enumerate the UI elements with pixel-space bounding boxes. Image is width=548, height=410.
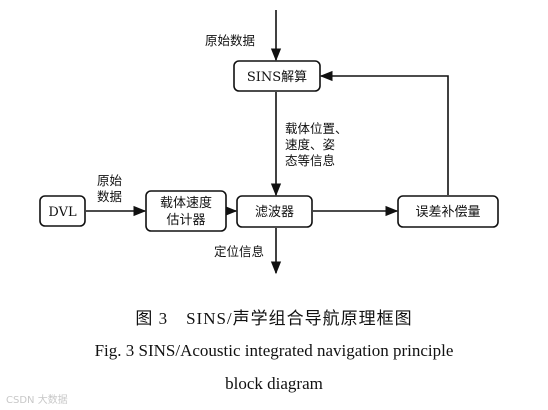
- label-output: 定位信息: [214, 244, 264, 259]
- label-raw-dvl-2: 数据: [97, 189, 122, 204]
- label-raw-dvl-1: 原始: [97, 173, 123, 188]
- watermark: CSDN 大数据: [6, 395, 68, 406]
- node-compensation: 误差补偿量: [397, 195, 499, 228]
- label-sins-filter-3: 态等信息: [285, 153, 335, 168]
- node-sins: SINS解算: [233, 60, 321, 92]
- figure-caption-en-line1: Fig. 3 SINS/Acoustic integrated navigati…: [94, 341, 454, 360]
- node-dvl: DVL: [39, 195, 86, 227]
- node-estimator-label-2: 估计器: [166, 213, 205, 228]
- node-estimator: 载体速度 估计器: [145, 190, 227, 232]
- node-dvl-label: DVL: [48, 205, 77, 220]
- node-compensation-label: 误差补偿量: [415, 205, 480, 220]
- node-filter: 滤波器: [236, 195, 313, 228]
- node-sins-label: SINS解算: [247, 70, 307, 85]
- label-raw-top: 原始数据: [205, 33, 255, 48]
- figure-caption-en-line2: block diagram: [225, 374, 323, 393]
- label-sins-filter-1: 载体位置、: [285, 121, 348, 136]
- block-diagram: SINS解算 DVL 载体速度 估计器 滤波器 误差补偿量 原始数据 原始 数据…: [39, 10, 499, 275]
- figure-caption-zh: 图 3 SINS/声学组合导航原理框图: [135, 309, 413, 328]
- label-sins-filter-2: 速度、姿: [285, 137, 335, 152]
- node-estimator-label-1: 载体速度: [160, 195, 212, 211]
- node-filter-label: 滤波器: [255, 205, 294, 220]
- edge-compensation-feedback: [319, 70, 449, 195]
